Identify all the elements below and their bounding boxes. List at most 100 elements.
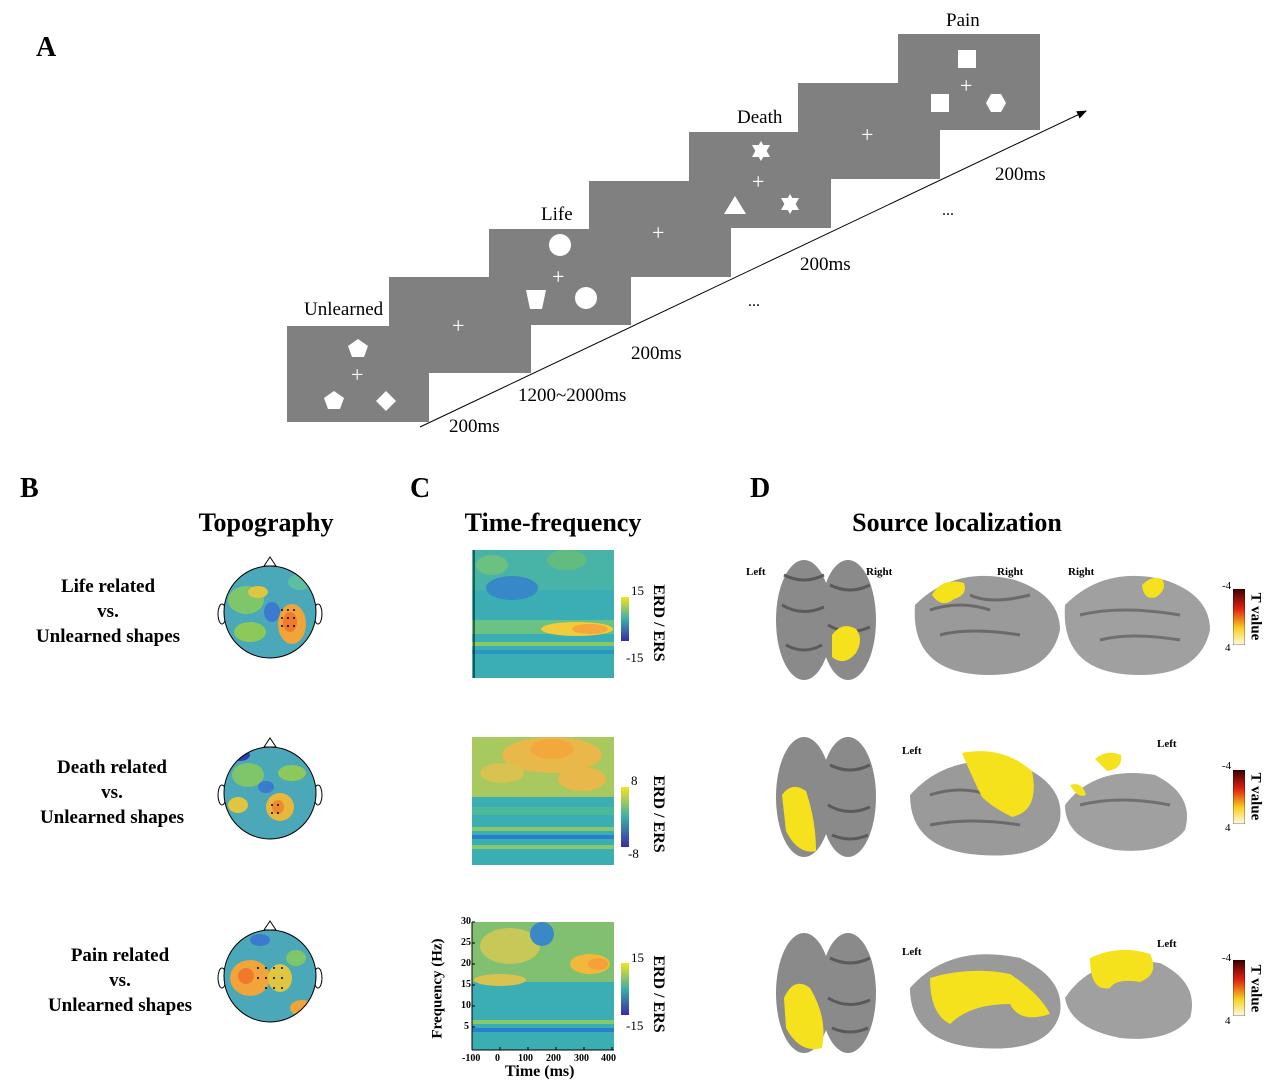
- t-colorbar-label: T value: [1247, 592, 1264, 641]
- x-axis-label: Time (ms): [505, 1063, 575, 1080]
- brain-row-death: [776, 737, 1187, 857]
- y-axis-label: Frequency (Hz): [429, 938, 446, 1039]
- screen-label-pain: Pain: [946, 10, 980, 31]
- condition-line: Unlearned shapes: [47, 995, 193, 1016]
- t-colorbar-label: T value: [1247, 772, 1264, 821]
- screen-label-unlearned: Unlearned: [304, 299, 384, 320]
- panel-label-d: D: [750, 473, 771, 504]
- tf-map-death: [472, 737, 614, 865]
- t-colorbar-max: -4: [1222, 760, 1232, 772]
- colorbar-max: 8: [631, 773, 638, 788]
- hemisphere-label: Left: [1157, 738, 1177, 750]
- fixation-cross: +: [652, 220, 665, 245]
- paradigm-shapes: [324, 50, 1087, 428]
- condition-line: Life related: [60, 576, 156, 597]
- fixation-cross: +: [861, 122, 874, 147]
- pentagon-shape: [324, 391, 344, 409]
- y-tick: 5: [464, 1021, 469, 1032]
- x-tick: 300: [574, 1053, 589, 1064]
- trapezoid-shape: [526, 290, 546, 309]
- ellipsis: ...: [942, 202, 954, 219]
- y-tick: 15: [461, 979, 471, 990]
- t-colorbar-min: 4: [1225, 1015, 1231, 1027]
- hemisphere-label: Left: [746, 566, 766, 578]
- t-colorbar-max: -4: [1222, 952, 1232, 964]
- topomap-life: [217, 556, 323, 659]
- t-colorbar: [1233, 960, 1245, 1016]
- tf-colorbar: [621, 963, 629, 1015]
- x-tick: 0: [495, 1053, 500, 1064]
- fixation-cross: +: [960, 73, 973, 98]
- tf-map-life: [472, 550, 614, 678]
- y-tick: 25: [461, 937, 471, 948]
- circle-shape: [575, 287, 597, 309]
- t-colorbar: [1233, 589, 1245, 645]
- colorbar-min: -15: [626, 1018, 644, 1033]
- condition-label-pain: Pain related vs. Unlearned shapes: [40, 943, 200, 1018]
- hemisphere-label: Right: [1068, 566, 1095, 578]
- tf-map-pain: [471, 921, 614, 1051]
- diamond-shape: [376, 391, 396, 411]
- square-shape: [958, 50, 976, 68]
- hemisphere-label: Right: [866, 566, 893, 578]
- source-localization-title: Source localization: [852, 508, 1062, 537]
- condition-label-death: Death related vs. Unlearned shapes: [32, 755, 192, 830]
- time-arrow: [419, 110, 1087, 428]
- condition-line: Pain related: [70, 945, 170, 966]
- t-colorbar-max: -4: [1222, 580, 1232, 592]
- pentagon-shape: [348, 339, 368, 357]
- triangle-shape: [724, 196, 746, 214]
- topography-title: Topography: [198, 508, 334, 537]
- hemisphere-label: Left: [1157, 938, 1177, 950]
- square-shape: [931, 94, 949, 112]
- fixation-cross: +: [552, 264, 565, 289]
- screen-label-death: Death: [737, 107, 783, 128]
- duration-label: 1200~2000ms: [518, 385, 627, 406]
- fixation-cross: +: [452, 313, 465, 338]
- circle-shape: [549, 234, 571, 256]
- hemisphere-label: Left: [902, 745, 922, 757]
- x-tick: 100: [518, 1053, 533, 1064]
- t-colorbar: [1233, 770, 1245, 824]
- duration-label: 200ms: [995, 164, 1046, 185]
- ellipsis: ...: [748, 293, 760, 310]
- hexagon-shape: [986, 94, 1006, 112]
- y-tick: 10: [461, 1000, 471, 1011]
- condition-line: Unlearned shapes: [39, 807, 185, 828]
- panel-label-a: A: [36, 32, 57, 63]
- tf-colorbar: [621, 787, 629, 847]
- duration-label: 200ms: [800, 254, 851, 275]
- brain-row-pain: [776, 933, 1192, 1053]
- condition-line: vs.: [109, 970, 131, 991]
- screen-label-life: Life: [541, 204, 573, 225]
- colorbar-label: ERD / ERS: [650, 584, 667, 662]
- condition-line: vs.: [101, 782, 123, 803]
- condition-line: vs.: [97, 601, 119, 622]
- hemisphere-label: Right: [997, 566, 1024, 578]
- tf-colorbar: [621, 597, 629, 641]
- condition-line: Death related: [57, 757, 167, 778]
- fixation-cross: +: [752, 169, 765, 194]
- t-colorbar-label: T value: [1247, 964, 1264, 1013]
- t-colorbar-min: 4: [1225, 822, 1231, 834]
- fixation-cross: +: [351, 362, 364, 387]
- y-tick: 30: [461, 916, 471, 927]
- panel-label-c: C: [410, 473, 431, 504]
- time-frequency-title: Time-frequency: [464, 508, 642, 537]
- colorbar-label: ERD / ERS: [650, 955, 667, 1033]
- colorbar-max: 15: [631, 950, 644, 965]
- topomap-pain: [217, 920, 323, 1023]
- colorbar-max: 15: [631, 583, 644, 598]
- brain-row-life: [776, 560, 1210, 680]
- duration-label: 200ms: [449, 416, 500, 437]
- x-tick: -100: [462, 1053, 481, 1064]
- x-tick: 400: [601, 1053, 616, 1064]
- condition-line: Unlearned shapes: [35, 626, 181, 647]
- colorbar-min: -15: [626, 650, 644, 665]
- topomap-death: [217, 737, 323, 840]
- panel-label-b: B: [20, 473, 39, 504]
- colorbar-min: -8: [628, 846, 639, 861]
- hemisphere-label: Left: [902, 946, 922, 958]
- condition-label-life: Life related vs. Unlearned shapes: [28, 574, 188, 649]
- x-tick: 200: [546, 1053, 561, 1064]
